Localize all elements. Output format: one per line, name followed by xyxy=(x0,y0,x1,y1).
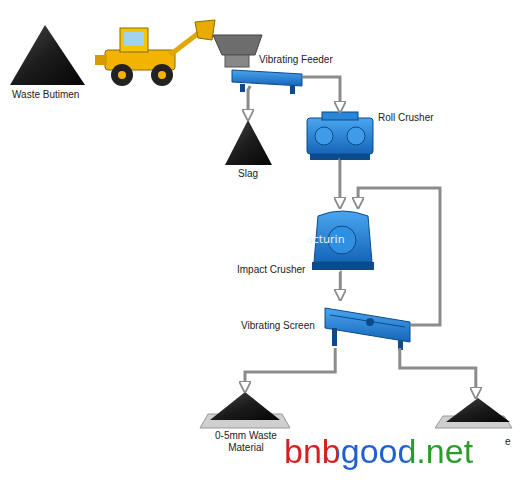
screen-unit: Vibrating Screen xyxy=(325,300,410,350)
node-label: Waste Butimen xyxy=(12,89,79,101)
roll-crusher-machine xyxy=(307,112,373,160)
node-label: Vibrating Feeder xyxy=(259,54,333,66)
node-label: 0-5mm Waste Material xyxy=(204,430,288,453)
wheel-loader xyxy=(95,20,215,86)
node-label: Impact Crusher xyxy=(237,264,305,276)
watermark: bnbgood.net xyxy=(284,432,473,471)
material-pile xyxy=(10,25,85,85)
flow-arrow xyxy=(400,348,476,398)
material-pile xyxy=(435,398,512,428)
flow-arrow xyxy=(358,188,440,325)
node-label: e xyxy=(505,436,511,448)
flow-arrow xyxy=(302,77,340,112)
material-pile: Slag xyxy=(225,120,273,165)
feeder-unit: Vibrating Feeder xyxy=(232,68,302,86)
node-label: Roll Crusher xyxy=(378,112,434,124)
material-pile: e xyxy=(435,398,512,428)
feeder-machine xyxy=(232,70,302,94)
hopper xyxy=(213,35,262,55)
flow-arrow xyxy=(338,272,341,300)
material-pile: 0-5mm Waste Material xyxy=(200,392,290,428)
material-pile xyxy=(225,120,272,165)
screen-machine xyxy=(325,308,410,350)
material-pile: Waste Butimen xyxy=(10,25,85,85)
node-label: Vibrating Screen xyxy=(241,320,315,332)
flow-arrow xyxy=(248,86,250,120)
watermark: acturin xyxy=(306,233,345,246)
flow-arrow xyxy=(245,348,335,392)
flow-arrow xyxy=(338,160,341,208)
node-label: Slag xyxy=(238,168,258,180)
watermark-ground xyxy=(280,430,505,476)
crusher-unit: Roll Crusher xyxy=(305,112,375,160)
material-pile xyxy=(200,392,290,428)
